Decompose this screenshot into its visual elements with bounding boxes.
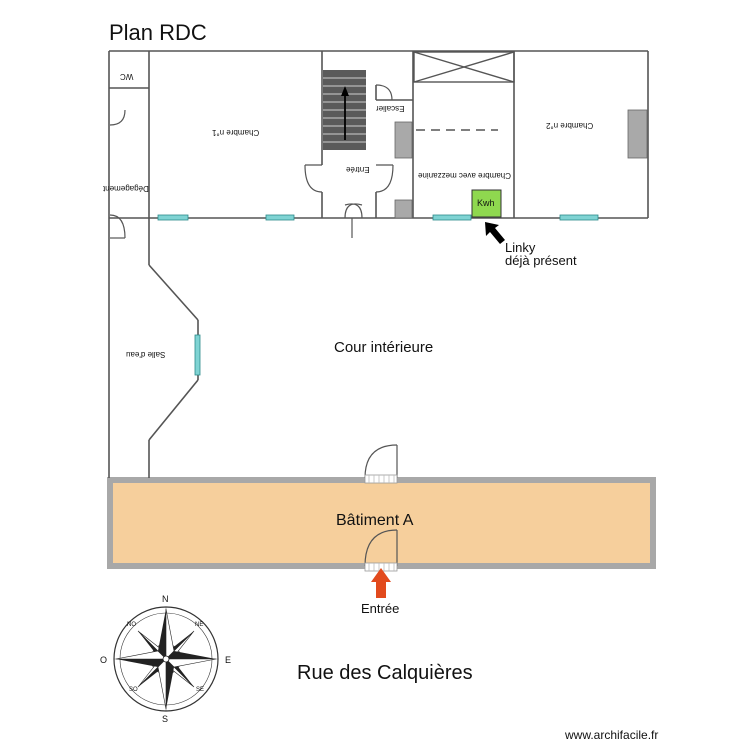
staircase <box>323 70 366 150</box>
compass-e: E <box>225 655 232 665</box>
entrance-arrow <box>371 568 391 598</box>
doors <box>109 84 398 567</box>
courtyard-label: Cour intérieure <box>334 339 434 356</box>
room-label-wc: WC <box>120 72 134 81</box>
meter-note-line2: déjà présent <box>505 253 577 268</box>
appliance-block <box>627 109 648 159</box>
appliance-block <box>394 121 413 159</box>
compass-so: SO <box>129 687 138 693</box>
compass-no: NO <box>127 622 136 628</box>
room-label-escalier: Escalier <box>376 104 405 113</box>
mezzanine-void <box>413 51 515 131</box>
room-label-chambre-mezzanine: Chambre avec mezzanine <box>418 171 511 180</box>
room-label-degagement: Dégagement <box>103 184 149 193</box>
compass-s: S <box>162 714 169 724</box>
building-a-label: Bâtiment A <box>336 512 414 529</box>
compass-ne: NE <box>195 622 204 628</box>
room-label-chambre1: Chambre n°1 <box>212 128 260 137</box>
street-label: Rue des Calquières <box>297 662 473 684</box>
room-label-chambre2: Chambre n°2 <box>546 121 594 130</box>
linky-meter-box <box>471 189 502 218</box>
room-label-entree-interieure: Entrée <box>346 165 370 174</box>
page-title: Plan RDC <box>109 20 207 45</box>
compass-n: N <box>162 594 169 604</box>
watermark: www.archifacile.fr <box>565 728 659 742</box>
meter-note-line1: Linky <box>505 240 536 255</box>
compass-rose <box>113 606 219 712</box>
meter-pointer-arrow <box>485 222 505 244</box>
compass-o: O <box>100 655 108 665</box>
entrance-label: Entrée <box>361 601 400 616</box>
room-label-salle-eau: Salle d'eau <box>126 350 166 359</box>
meter-label: Kwh <box>477 198 495 208</box>
appliance-block <box>394 199 413 219</box>
windows <box>157 214 599 376</box>
compass-se: SE <box>196 687 205 693</box>
walls <box>108 50 649 478</box>
